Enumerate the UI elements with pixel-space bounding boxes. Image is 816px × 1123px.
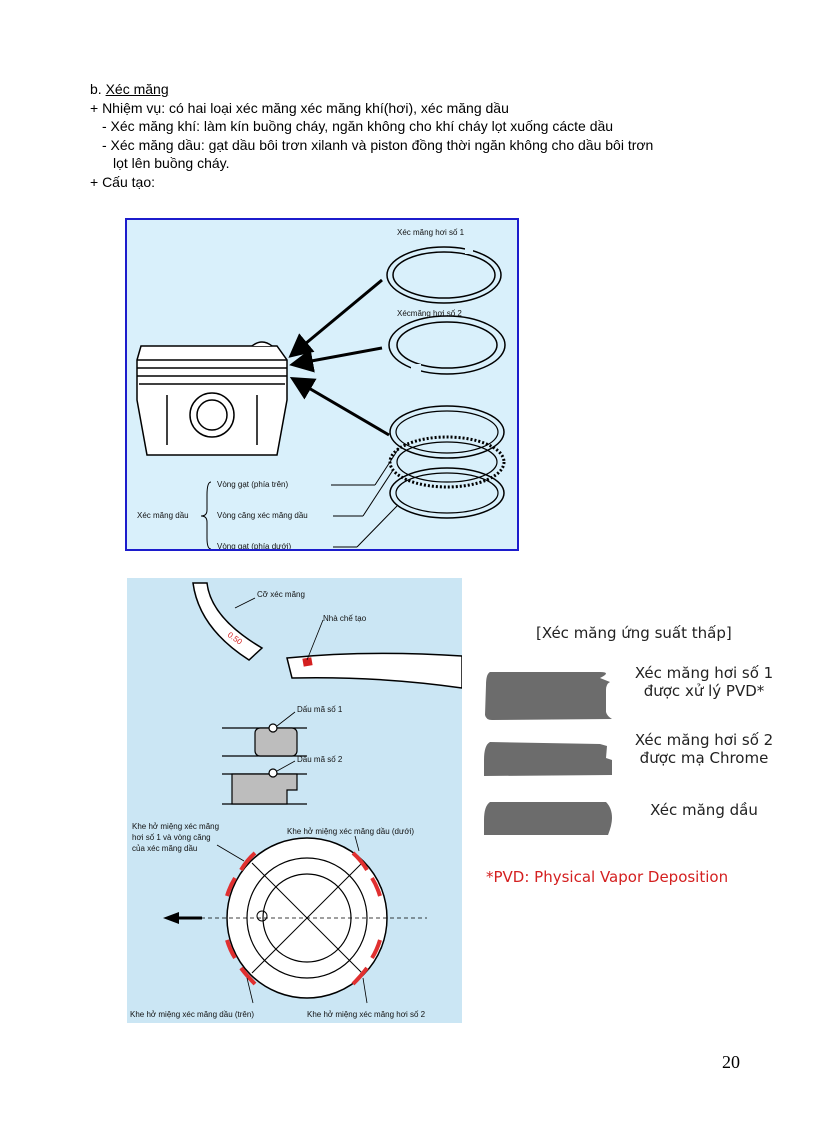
ring2-line2: được mạ Chrome [639, 749, 769, 767]
leader-lines-2 [216, 597, 368, 1004]
gas-ring-line: - Xéc măng khí: làm kín buồng cháy, ngăn… [102, 118, 614, 134]
ring1-line2: được xử lý PVD* [643, 682, 765, 700]
oil-ring-line-1: - Xéc măng dầu: gạt dầu bôi trơn xilanh … [102, 136, 654, 153]
label-upper-rail: Vòng gạt (phía trên) [217, 480, 289, 489]
label-ring1: Xéc măng hơi số 1 [397, 228, 465, 237]
piston-rings-figure: Xéc măng hơi số 1 Xécmăng hơi số 2 Xéc m… [125, 218, 519, 551]
gap-circle-icon [187, 837, 427, 999]
ring2-icon [388, 315, 506, 376]
code1-section-icon [222, 723, 307, 757]
direction-arrow-icon [163, 912, 202, 924]
ring1-icon [386, 246, 502, 304]
arrow-oil-ring [289, 376, 390, 437]
oil-ring-lower-icon [389, 467, 505, 519]
arrow-ring2 [289, 346, 383, 373]
label-gap-ring1-l3: của xéc măng dầu [132, 844, 198, 853]
ring1-description: Xéc măng hơi số 1 được xử lý PVD* [620, 664, 788, 700]
oil-ring-profile-icon [484, 802, 612, 835]
label-gap-ring2: Khe hở miệng xéc măng hơi số 2 [307, 1010, 426, 1019]
label-gap-ring1-l1: Khe hở miệng xéc măng [132, 822, 220, 831]
label-ring-size: Cỡ xéc măng [257, 590, 305, 599]
ring1-profile-icon [485, 672, 612, 720]
ring1-line1: Xéc măng hơi số 1 [634, 664, 774, 682]
leader-lines [200, 447, 400, 549]
label-code1: Dấu mã số 1 [297, 705, 343, 714]
label-oil-ring: Xéc măng dầu [137, 511, 189, 520]
label-maker: Nhà chế tạo [323, 614, 367, 623]
label-gap-oil-upper: Khe hở miệng xéc măng dầu (trên) [130, 1010, 254, 1019]
ring2-description: Xéc măng hơi số 2 được mạ Chrome [620, 731, 788, 767]
ring-end-icon [286, 652, 462, 689]
structure-line: + Cấu tạo: [90, 173, 155, 190]
oil-ring-line-2: lọt lên buồng cháy. [113, 155, 230, 171]
ring-gap-drawing: 0.50 [163, 582, 462, 1004]
ring-segment-icon: 0.50 [192, 582, 264, 661]
section-text: b. Xéc măng + Nhiệm vụ: có hai loại xéc … [90, 80, 770, 191]
heading-title: Xéc măng [105, 81, 169, 97]
piston-icon [136, 341, 288, 456]
piston-rings-drawing [136, 246, 506, 549]
label-lower-rail: Vòng gạt (phía dưới) [217, 542, 292, 551]
section-heading: b. Xéc măng [90, 81, 169, 97]
pvd-footnote: *PVD: Physical Vapor Deposition [486, 868, 729, 886]
label-gap-ring1-l2: hơi số 1 và vòng căng [132, 833, 211, 842]
duty-line: + Nhiệm vụ: có hai loại xéc măng xéc măn… [90, 99, 509, 116]
oil-ring-upper-icon [389, 405, 505, 459]
ring-gap-figure: 0.50 [127, 578, 462, 1023]
ring2-profile-icon [484, 742, 612, 776]
label-code2: Dấu mã số 2 [297, 755, 343, 764]
panel-title: [Xéc măng ứng suất thấp] [536, 624, 732, 642]
label-ring2: Xécmăng hơi số 2 [397, 309, 462, 318]
gap-marks [225, 851, 382, 986]
oil-ring-description: Xéc măng dầu [650, 801, 758, 819]
label-gap-oil-lower: Khe hở miệng xéc măng dầu (dưới) [287, 827, 415, 836]
ring2-line1: Xéc măng hơi số 2 [634, 731, 774, 749]
page-number: 20 [722, 1052, 740, 1072]
code2-section-icon [222, 768, 307, 805]
label-expander: Vòng căng xéc măng dầu [217, 511, 308, 520]
arrow-ring1 [288, 278, 383, 358]
